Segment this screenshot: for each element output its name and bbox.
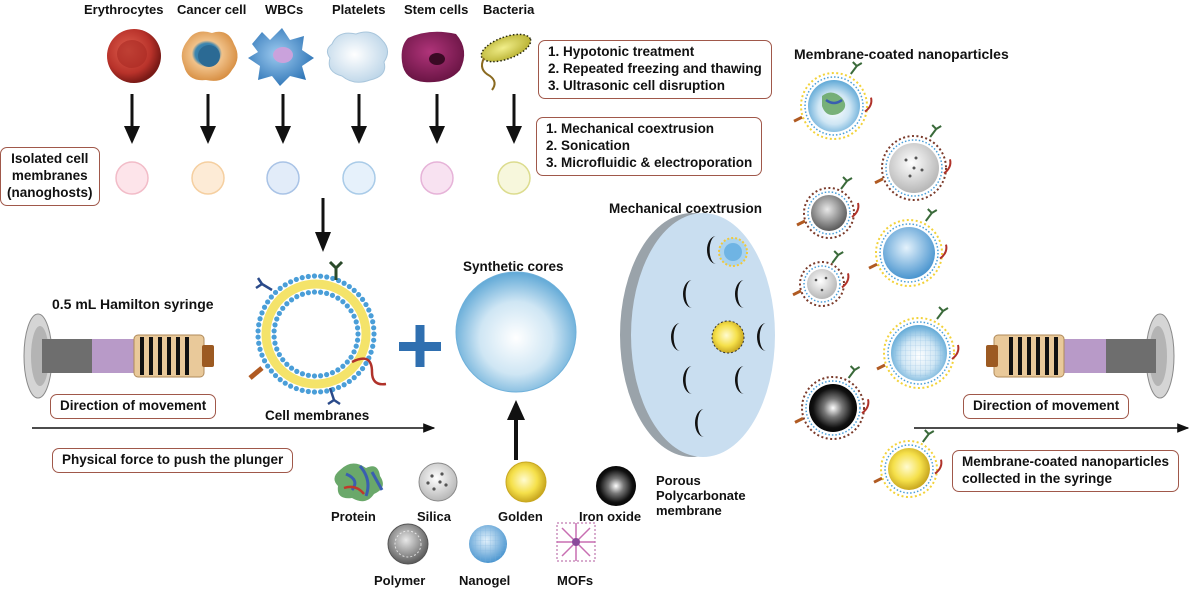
- isolated-line-1: Isolated cell: [11, 151, 89, 166]
- membrane-coated-title: Membrane-coated nanoparticles: [794, 46, 1009, 62]
- coated-nanoparticle-group: [792, 61, 960, 498]
- bacteria-cell-icon: [480, 33, 532, 91]
- wbc-cell-icon: [248, 28, 314, 86]
- cancer-cell-icon: [181, 31, 238, 81]
- fusion-method-3: 3. Microfluidic & electroporation: [546, 154, 753, 170]
- collected-line-2: collected in the syringe: [962, 470, 1113, 486]
- cell-type-stem: Stem cells: [404, 2, 469, 17]
- collected-line-1: Membrane-coated nanoparticles: [962, 454, 1170, 469]
- fusion-methods-box: 1. Mechanical coextrusion 2. Sonication …: [536, 117, 763, 176]
- membrane-label-line-1: Porous: [656, 473, 701, 488]
- core-label-golden: Golden: [498, 509, 543, 524]
- cell-type-bacteria: Bacteria: [483, 2, 535, 17]
- plus-icon: [399, 325, 441, 367]
- synthetic-core-sphere: [455, 271, 577, 393]
- mechanical-coextrusion-label: Mechanical coextrusion: [609, 201, 763, 216]
- lysis-method-3: 3. Ultrasonic cell disruption: [548, 77, 726, 93]
- core-label-protein: Protein: [331, 509, 376, 524]
- cell-to-ghost-arrows: [124, 94, 522, 144]
- cell-type-wbcs: WBCs: [265, 2, 304, 17]
- nanoghost-bubbles: [115, 161, 531, 195]
- isolated-line-3: (nanoghosts): [7, 184, 93, 200]
- cell-membrane-vesicle: [248, 260, 387, 406]
- core-label-iron-oxide: Iron oxide: [579, 509, 642, 524]
- lysis-method-1: 1. Hypotonic treatment: [548, 44, 695, 59]
- lysis-method-2: 2. Repeated freezing and thawing: [548, 60, 762, 76]
- core-label-silica: Silica: [417, 509, 451, 524]
- stem-cell-icon: [401, 31, 465, 83]
- platelet-cell-icon: [326, 31, 388, 83]
- silica-core-icon: [418, 462, 458, 502]
- polymer-core-icon: [387, 523, 429, 565]
- iron-oxide-core-icon: [596, 466, 636, 506]
- collected-box: Membrane-coated nanoparticles collected …: [952, 450, 1180, 492]
- cell-type-erythrocytes: Erythrocytes: [84, 2, 164, 17]
- fusion-method-1: 1. Mechanical coextrusion: [546, 121, 715, 136]
- membrane-label-line-3: membrane: [656, 502, 722, 518]
- membrane-label-line-2: Polycarbonate: [656, 487, 746, 503]
- golden-core-icon: [505, 461, 547, 503]
- isolated-membranes-box: Isolated cell membranes (nanoghosts): [0, 147, 100, 206]
- isolated-line-2: membranes: [11, 167, 88, 183]
- physical-force-box: Physical force to push the plunger: [52, 448, 294, 473]
- left-syringe: [23, 313, 214, 399]
- cell-type-platelets: Platelets: [332, 2, 386, 17]
- fusion-method-2: 2. Sonication: [546, 137, 631, 153]
- syringe-label: 0.5 mL Hamilton syringe: [52, 296, 214, 312]
- mofs-core-icon: [556, 522, 596, 562]
- nanogel-core-icon: [469, 525, 507, 563]
- membrane-label: Porous Polycarbonate membrane: [656, 473, 746, 519]
- core-label-polymer: Polymer: [374, 573, 426, 588]
- core-label-nanogel: Nanogel: [459, 573, 511, 588]
- cell-membranes-label: Cell membranes: [265, 408, 370, 423]
- lysis-methods-box: 1. Hypotonic treatment 2. Repeated freez…: [538, 40, 772, 99]
- right-syringe: [986, 313, 1175, 399]
- cores-to-synthetic-arrow: [507, 400, 525, 460]
- direction-right-box: Direction of movement: [963, 394, 1130, 419]
- protein-core-icon: [334, 463, 384, 502]
- core-label-mofs: MOFs: [557, 573, 594, 588]
- synthetic-cores-label: Synthetic cores: [463, 259, 564, 274]
- polycarbonate-membrane-disc: [620, 213, 775, 457]
- erythrocyte-cell-icon: [107, 29, 161, 83]
- direction-left-box: Direction of movement: [50, 394, 217, 419]
- cell-type-cancer: Cancer cell: [177, 2, 247, 17]
- ghost-to-membrane-arrow: [315, 198, 331, 252]
